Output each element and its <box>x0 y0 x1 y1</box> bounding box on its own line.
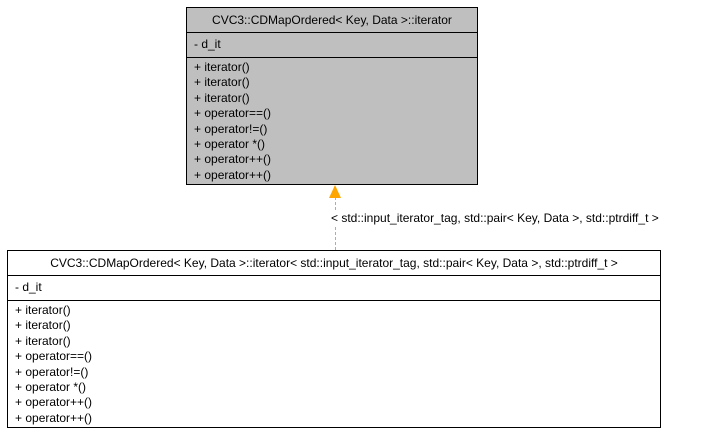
attribute-item: - d_it <box>15 280 42 294</box>
method-item: + iterator() <box>194 75 250 90</box>
method-item: + operator++() <box>194 167 272 182</box>
method-item: + operator!=() <box>15 364 89 379</box>
parent-class-attributes: - d_it <box>187 33 477 58</box>
method-item: + iterator() <box>15 303 71 317</box>
method-item: + operator++() <box>15 395 93 410</box>
parent-class-title[interactable]: CVC3::CDMapOrdered< Key, Data >::iterato… <box>187 8 477 33</box>
method-item: + iterator() <box>194 90 250 105</box>
attribute-item: - d_it <box>194 37 221 51</box>
class-box-child[interactable]: CVC3::CDMapOrdered< Key, Data >::iterato… <box>7 250 661 428</box>
method-item: + iterator() <box>194 60 250 74</box>
method-item: + iterator() <box>15 333 71 348</box>
class-box-parent[interactable]: CVC3::CDMapOrdered< Key, Data >::iterato… <box>186 7 478 185</box>
child-class-attributes: - d_it <box>8 276 660 301</box>
method-item: + operator==() <box>15 349 93 364</box>
template-edge-label: < std::input_iterator_tag, std::pair< Ke… <box>331 211 659 226</box>
method-item: + iterator() <box>15 318 71 333</box>
parent-class-methods: + iterator()+ iterator()+ iterator()+ op… <box>187 58 477 183</box>
inheritance-arrowhead-icon <box>329 185 341 198</box>
method-item: + operator++() <box>15 410 93 425</box>
method-item: + operator==() <box>194 106 272 121</box>
child-class-title[interactable]: CVC3::CDMapOrdered< Key, Data >::iterato… <box>8 251 660 276</box>
method-item: + operator *() <box>15 380 87 395</box>
child-class-methods: + iterator()+ iterator()+ iterator()+ op… <box>8 301 660 426</box>
method-item: + operator++() <box>194 152 272 167</box>
method-item: + operator!=() <box>194 121 268 136</box>
method-item: + operator *() <box>194 137 266 152</box>
